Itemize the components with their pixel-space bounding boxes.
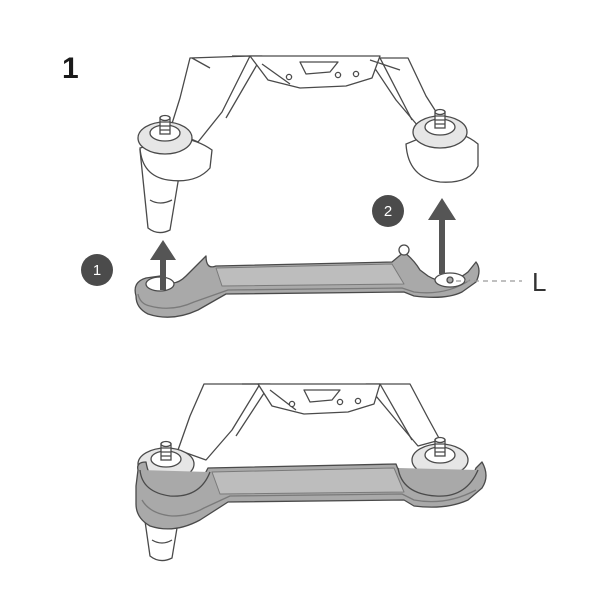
svg-text:2: 2 (384, 203, 392, 220)
right-motor-bottom (411, 436, 469, 477)
right-motor-top (405, 108, 479, 183)
step-number: 1 (62, 52, 79, 85)
drone-body-bottom (177, 383, 441, 461)
part-label-L: L (532, 267, 546, 297)
step-badge-2: 2 (372, 195, 404, 227)
drone-body-top (169, 55, 441, 143)
arrow-up-1 (150, 240, 176, 290)
left-motor-top (137, 114, 213, 234)
landing-gear-part (134, 244, 480, 318)
step-badge-1: 1 (81, 254, 113, 286)
arrow-up-2 (428, 198, 456, 274)
svg-text:1: 1 (93, 262, 101, 279)
landing-gear-installed (135, 461, 487, 530)
